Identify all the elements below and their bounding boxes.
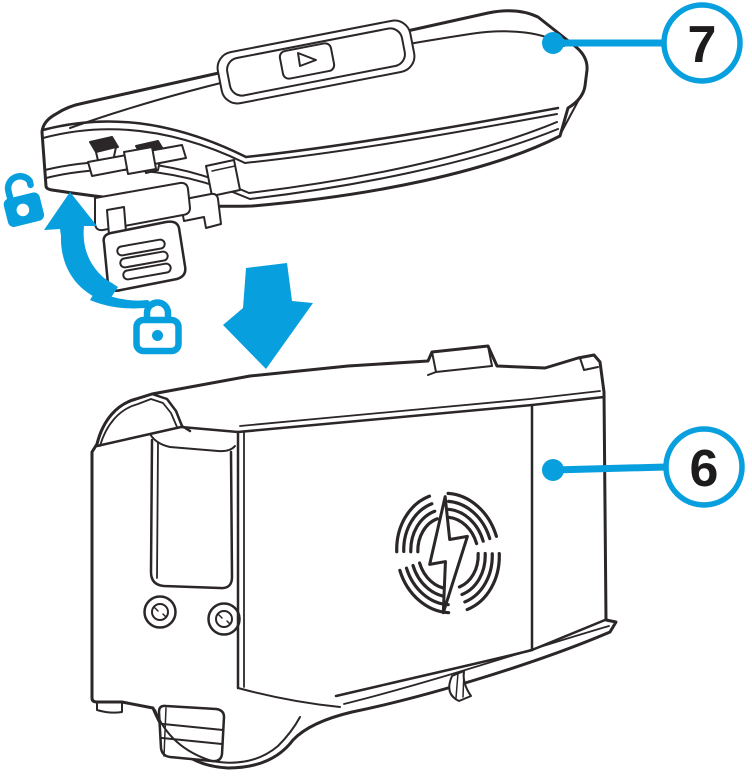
unlock-icon (3, 173, 45, 227)
cover-latch-lever (94, 181, 191, 292)
insert-direction-arrow (223, 263, 313, 369)
battery-left-flange (90, 392, 192, 454)
callout-7-circle (661, 2, 743, 84)
cover-top-pocket (216, 19, 416, 105)
battery-top-tab (427, 345, 599, 376)
callout-7: 7 (542, 2, 743, 84)
screw-icon (207, 602, 241, 636)
latch-triangle-mark (297, 52, 317, 67)
callout-6-leader-line (552, 463, 667, 474)
callout-6-circle (663, 426, 745, 508)
callout-6: 6 (542, 426, 745, 508)
battery-mount-rail (334, 618, 610, 705)
callout-6-label: 6 (690, 440, 719, 498)
battery-pack (90, 344, 618, 770)
callout-7-label: 7 (688, 16, 717, 74)
cover-latch-button (278, 42, 336, 80)
battery-side-slot (149, 433, 236, 590)
battery-cover (40, 9, 589, 292)
wireless-charging-coil-icon (395, 491, 501, 615)
screw-icon (143, 595, 177, 629)
callout-6-dot (542, 459, 564, 481)
rotate-latch-arrow (44, 192, 155, 309)
lightning-bolt-icon (428, 495, 469, 615)
battery-body (90, 344, 618, 770)
callout-7-dot (542, 32, 564, 54)
lock-icon (133, 299, 182, 355)
